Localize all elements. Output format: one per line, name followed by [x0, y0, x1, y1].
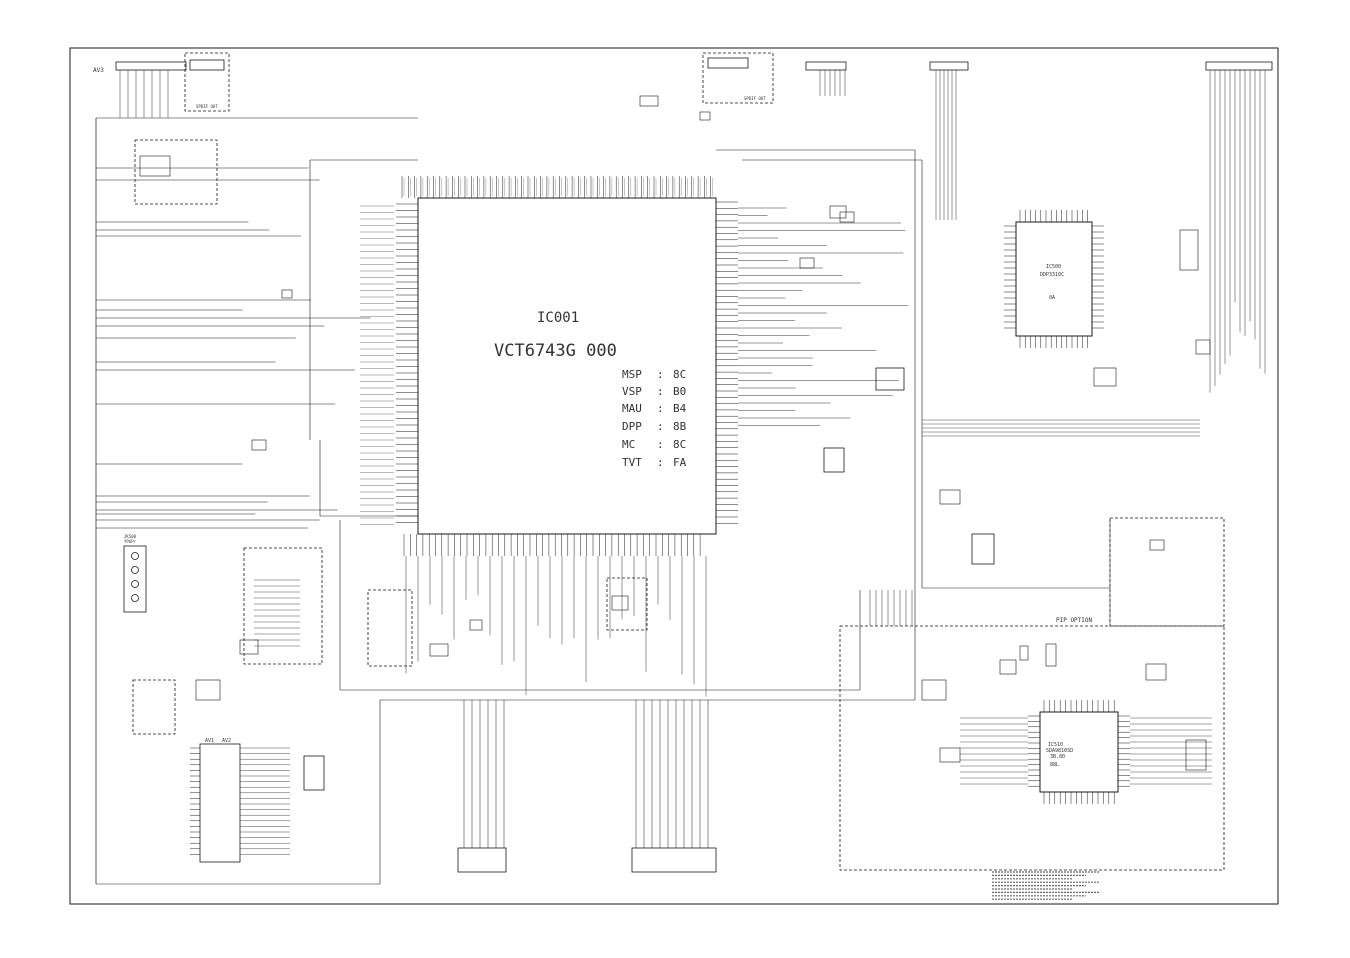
ic001-block: IC001 VCT6743G 000 MSP : 8C VSP : B0 MAU… — [417, 197, 717, 535]
connector-spdif-right — [707, 57, 749, 69]
ic001-body — [417, 197, 717, 535]
component — [1149, 539, 1165, 551]
pip-right-box — [1109, 517, 1225, 627]
spdif-box-left — [184, 52, 230, 112]
ic500-block: IC500 DDP3310C 0A — [1015, 221, 1093, 337]
spdif-out-left-label: SPDIF OUT — [196, 104, 218, 109]
component — [1019, 645, 1029, 661]
addr-mc-sep: : — [657, 438, 664, 451]
component — [139, 155, 171, 177]
connector-bottom-right — [631, 847, 717, 873]
av3-label: AV3 — [93, 67, 104, 74]
connector-top-mid2 — [929, 61, 969, 71]
av1-label: AV1 — [205, 738, 214, 744]
mid-option-box — [367, 589, 413, 667]
addr-mau-value: B4 — [673, 402, 687, 415]
addr-tvt-value: FA — [673, 456, 687, 469]
component — [1185, 739, 1207, 771]
pip-option-box — [839, 625, 1225, 871]
component — [1093, 367, 1117, 387]
ic500-rev: 0A — [1049, 295, 1055, 301]
addr-tvt-name: TVT — [622, 456, 642, 469]
ypbpr-jack — [123, 545, 147, 613]
ic510-rev: 88L — [1050, 762, 1059, 768]
component — [1145, 663, 1167, 681]
addr-dpp-value: 8B — [673, 420, 687, 433]
wiring-layer — [95, 70, 1266, 885]
small-option-box — [606, 577, 648, 631]
component — [999, 659, 1017, 675]
spdif-box-right — [702, 52, 774, 104]
component — [429, 643, 449, 657]
addr-vsp-sep: : — [657, 385, 664, 398]
component — [639, 95, 659, 107]
ic500-ref: IC500 — [1046, 264, 1061, 270]
ypbpr-circles — [131, 552, 139, 602]
top-connectors — [115, 57, 1273, 873]
component — [939, 489, 961, 505]
addr-mc-value: 8C — [673, 438, 686, 451]
ic510-block: IC510 SDA9810SD 3B.80 88L — [1039, 711, 1119, 793]
scart-connector — [199, 743, 241, 863]
addr-mau-name: MAU — [622, 402, 642, 415]
notes-block — [992, 871, 1100, 900]
connector-spdif-left — [189, 59, 225, 71]
scart-option-box — [134, 139, 218, 205]
connector-top-left — [115, 61, 187, 71]
addr-vsp-value: B0 — [673, 385, 686, 398]
component — [195, 679, 221, 701]
ic001-part: VCT6743G 000 — [494, 341, 617, 361]
ic510-sub: 3B.80 — [1050, 754, 1065, 760]
component — [1195, 339, 1211, 355]
addr-dpp-name: DPP — [622, 420, 642, 433]
ypbpr-ref-label: JK500 — [124, 534, 137, 539]
ypbpr-name-label: YPbPr — [124, 539, 137, 544]
ic510-part: SDA9810SD — [1046, 748, 1073, 754]
connector-top-mid — [805, 61, 847, 71]
chip-small-3 — [875, 367, 905, 391]
tuner-option-box — [243, 547, 323, 665]
ic500-body — [1015, 221, 1093, 337]
component — [799, 257, 815, 269]
scart-connector-2 — [303, 755, 325, 791]
ic500-part: DDP3310C — [1040, 272, 1064, 278]
component — [251, 439, 267, 451]
component — [1045, 643, 1057, 667]
chip-small-2 — [971, 533, 995, 565]
component — [939, 747, 961, 763]
ic001-ref: IC001 — [537, 310, 579, 326]
av2-label: AV2 — [222, 738, 231, 744]
addr-msp-value: 8C — [673, 368, 686, 381]
option-boxes — [132, 52, 1225, 871]
pip-option-label: PIP OPTION — [1056, 617, 1093, 624]
connector-bottom-left — [457, 847, 507, 873]
chip-small-1 — [823, 447, 845, 473]
addr-mc-name: MC — [622, 438, 635, 451]
addr-msp-sep: : — [657, 368, 664, 381]
ic510-body — [1039, 711, 1119, 793]
component — [239, 639, 259, 655]
addr-tvt-sep: : — [657, 456, 664, 469]
sheet-border — [69, 47, 1279, 905]
ic510-ref: IC510 — [1048, 742, 1063, 748]
component — [281, 289, 293, 299]
addr-mau-sep: : — [657, 402, 664, 415]
component — [839, 211, 855, 223]
component — [1179, 229, 1199, 271]
component — [699, 111, 711, 121]
addr-vsp-name: VSP — [622, 385, 642, 398]
addr-dpp-sep: : — [657, 420, 664, 433]
spdif-out-right-label: SPDIF OUT — [744, 96, 766, 101]
component — [469, 619, 483, 631]
connector-top-right — [1205, 61, 1273, 71]
addr-msp-name: MSP — [622, 368, 642, 381]
component — [921, 679, 947, 701]
component — [611, 595, 629, 611]
av-option-box — [132, 679, 176, 735]
